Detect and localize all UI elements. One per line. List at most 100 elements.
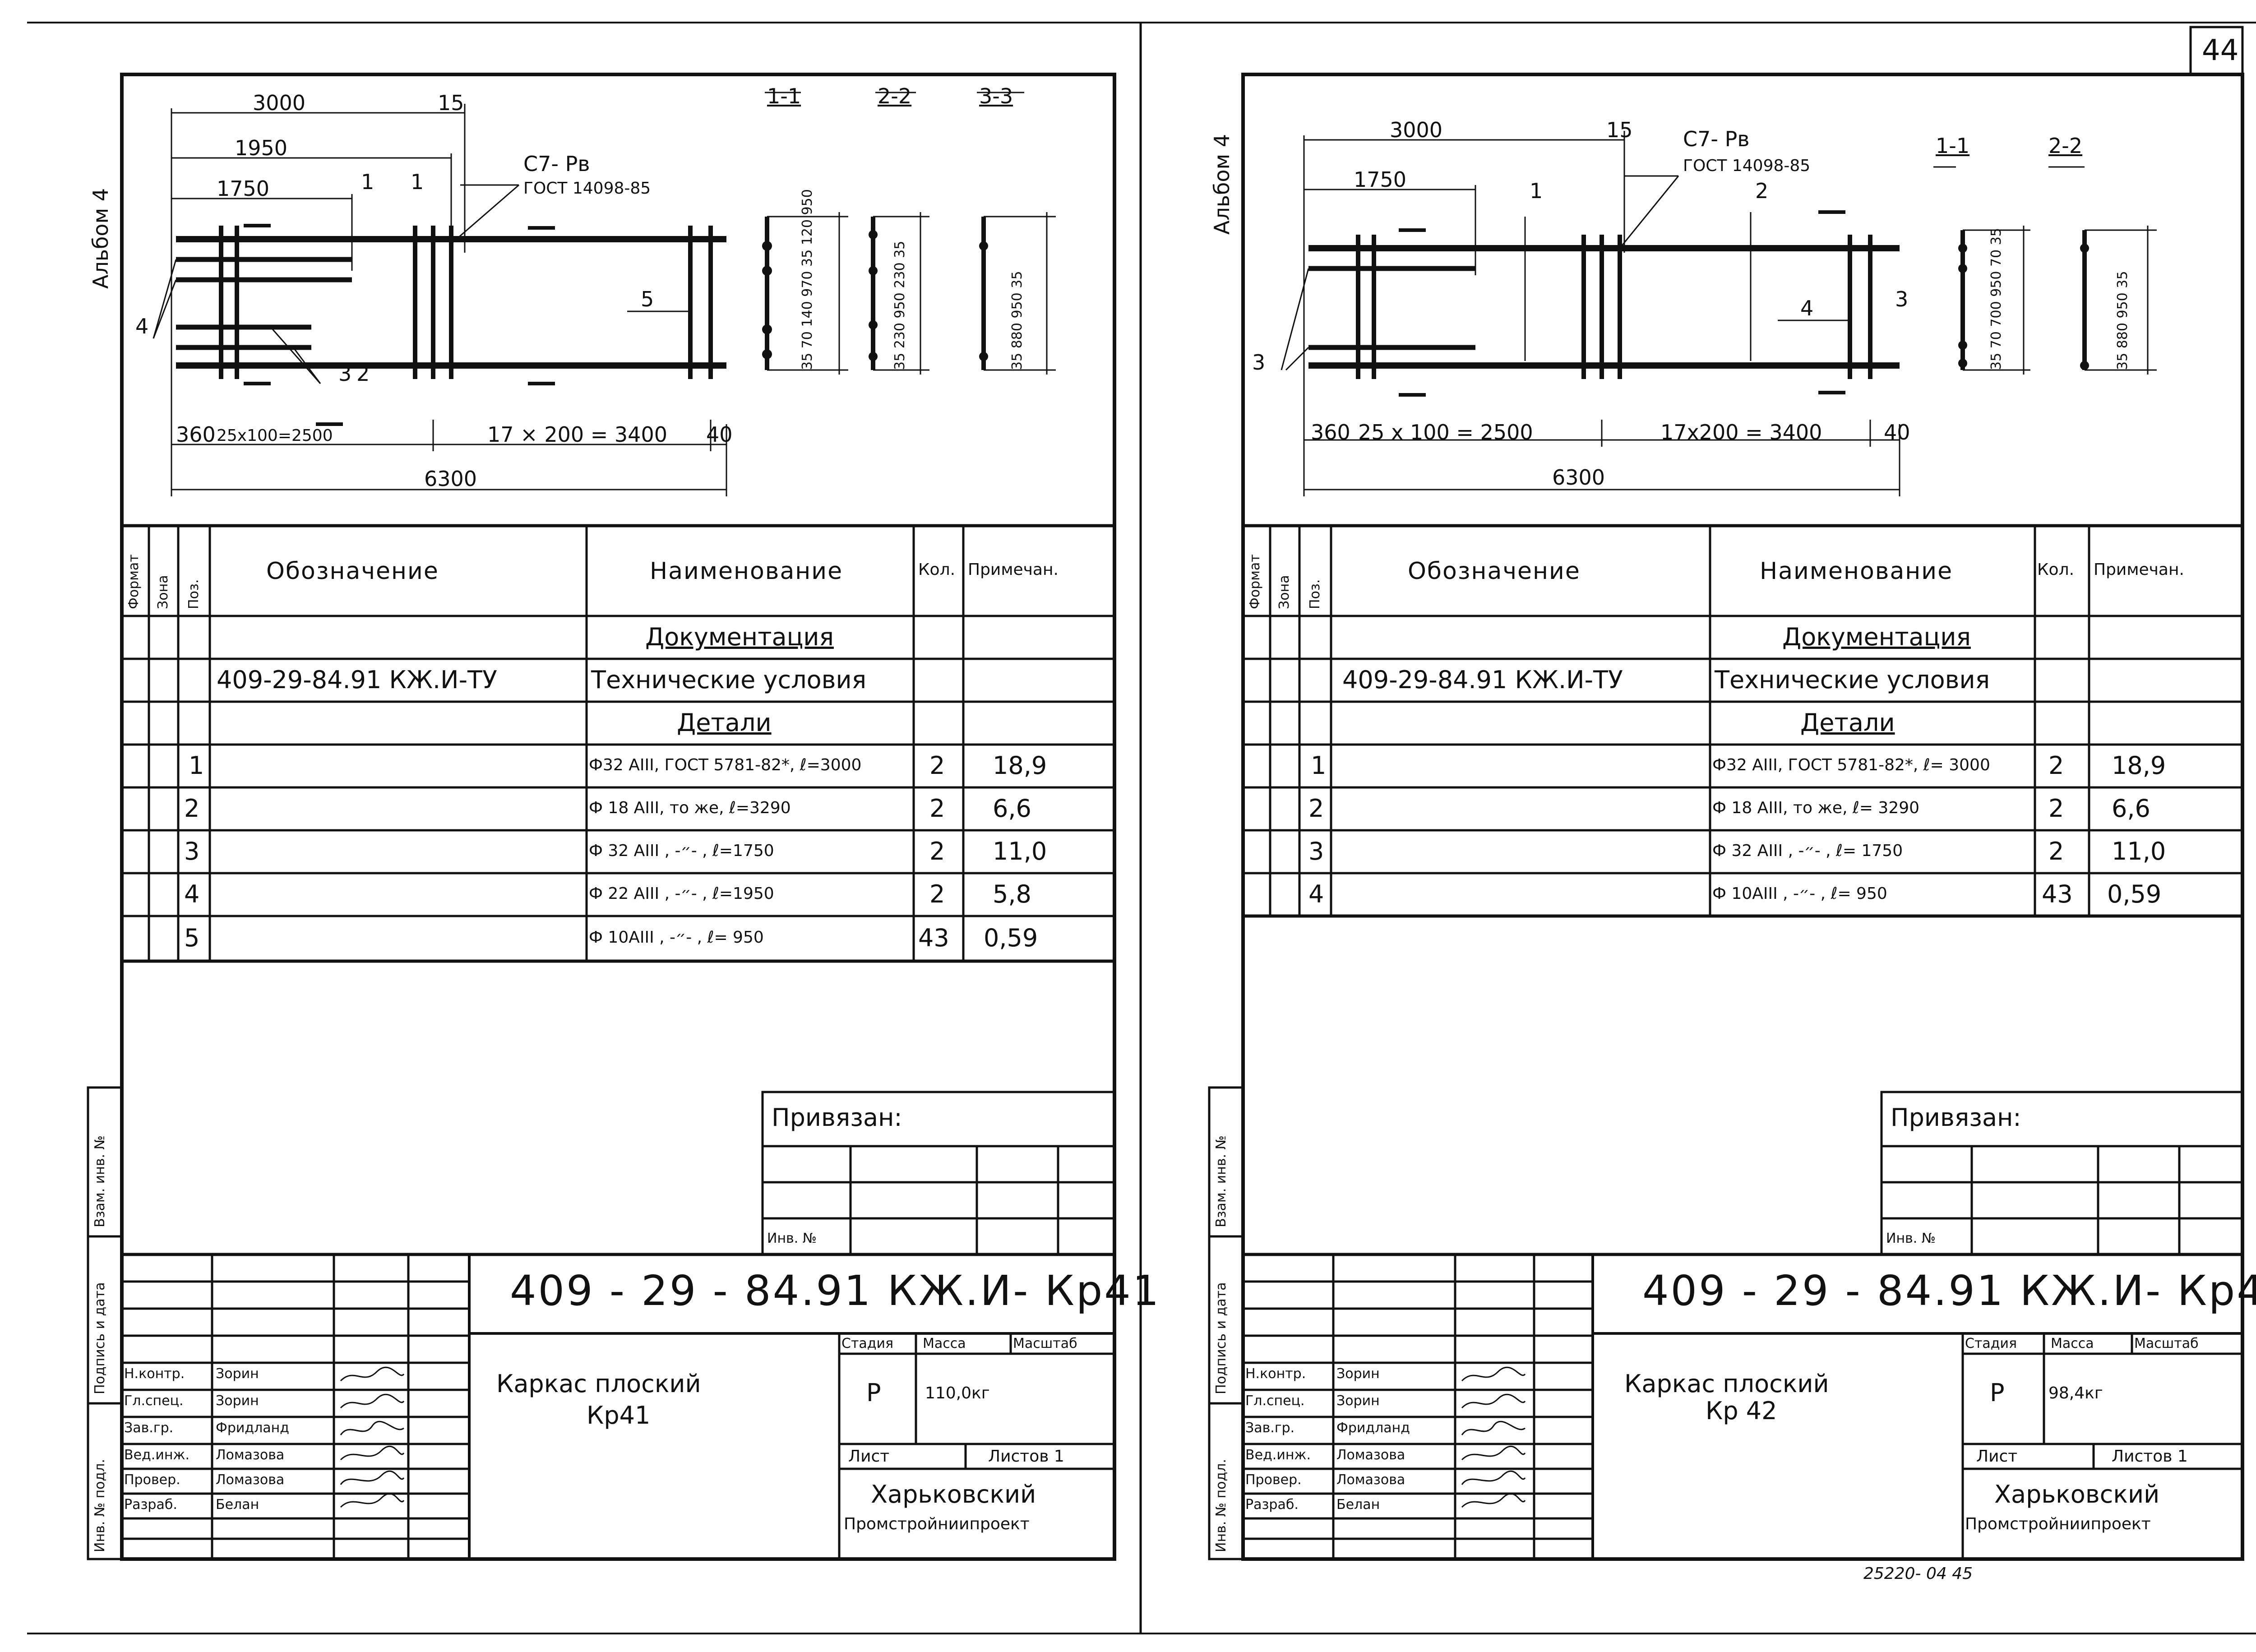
name-2: Фридланд [216, 1420, 290, 1436]
mass-label: Масса [923, 1336, 966, 1351]
dim-1750: 1750 [1354, 167, 1407, 192]
weld-code: C7- Рв [523, 152, 590, 176]
header-pos: Поз. [1307, 579, 1323, 609]
header-note: Примечан. [2094, 560, 2184, 579]
org-line-2: Промстройниипроект [844, 1515, 1030, 1533]
section-documentation: Документация [1782, 623, 1971, 651]
name-3: Ломазова [1336, 1447, 1405, 1463]
mass-value: 98,4кг [2048, 1384, 2103, 1402]
scale-label: Масштаб [1013, 1336, 1077, 1351]
album-label: Альбом 4 [88, 188, 113, 289]
dim-17x200: 17 × 200 = 3400 [487, 422, 667, 447]
dim-25x100: 25x100=2500 [217, 426, 333, 445]
dim-3000: 3000 [1390, 118, 1443, 142]
role-2: Зав.гр. [124, 1420, 174, 1436]
pos-4-mark: 4 [1800, 296, 1814, 320]
privyazan-label: Привязан: [1891, 1103, 2021, 1132]
row-2-name: Ф 18 АIII, то же, ℓ=3290 [589, 799, 791, 817]
side-label-2: Инв. № подл. [1213, 1459, 1229, 1552]
scale-label: Масштаб [2134, 1336, 2199, 1351]
row-1-pos: 1 [1311, 751, 1327, 780]
pos-4-mark: 4 [135, 314, 149, 338]
role-1: Гл.спец. [124, 1393, 184, 1409]
header-designation: Обозначение [266, 558, 439, 585]
side-label-2: Инв. № подл. [92, 1459, 108, 1552]
header-pos: Поз. [186, 579, 202, 609]
mass-label: Масса [2051, 1336, 2094, 1351]
row-1-name: Ф32 АIII, ГОСТ 5781-82*, ℓ=3000 [589, 756, 862, 774]
row-3-name: Ф 32 АIII , -״- , ℓ= 1750 [1712, 842, 1903, 860]
section-1-dims: 35 70 140 970 35 120 950 [800, 189, 815, 370]
row-3-note: 11,0 [993, 837, 1047, 865]
name-1: Зорин [216, 1393, 259, 1409]
row-4-qty: 2 [929, 880, 945, 908]
dim-15: 15 [438, 91, 464, 115]
header-qty: Кол. [918, 560, 956, 579]
sheets-label: Листов 1 [2112, 1447, 2188, 1466]
role-5: Разраб. [124, 1497, 177, 1513]
dim-360: 360 [1311, 420, 1350, 444]
role-3: Вед.инж. [124, 1447, 190, 1463]
row-1-note: 18,9 [2112, 751, 2166, 780]
pos-1-mark: 1 [1530, 179, 1543, 203]
role-2: Зав.гр. [1245, 1420, 1295, 1436]
pos-3-mark-section: 3 [1895, 287, 1909, 311]
doc-name: Технические условия [591, 666, 867, 694]
sheet-label: Лист [1976, 1447, 2018, 1466]
stage-value: Р [1990, 1379, 2005, 1407]
pos-1-mark-b: 1 [411, 170, 424, 194]
section-3-dims: 35 880 950 35 [1009, 271, 1025, 370]
header-format: Формат [1247, 554, 1263, 609]
role-4: Провер. [1245, 1472, 1302, 1488]
row-4-note: 0,59 [2107, 880, 2162, 908]
archive-number: 25220- 04 45 [1863, 1564, 1973, 1583]
header-zone: Зона [155, 575, 171, 609]
sheets-label: Листов 1 [988, 1447, 1064, 1466]
stage-value: Р [866, 1379, 881, 1407]
doc-name: Технические условия [1715, 666, 1990, 694]
weld-gost: ГОСТ 14098-85 [1683, 157, 1811, 175]
row-1-pos: 1 [189, 751, 204, 780]
privyazan-label: Привязан: [772, 1103, 902, 1132]
section-3-3: 3-3 [979, 84, 1013, 108]
dim-1950: 1950 [235, 136, 288, 160]
role-1: Гл.спец. [1245, 1393, 1305, 1409]
row-1-qty: 2 [2048, 751, 2064, 780]
name-2: Фридланд [1336, 1420, 1410, 1436]
side-label-1: Подпись и дата [92, 1282, 108, 1395]
row-4-name: Ф 10АIII , -״- , ℓ= 950 [1712, 884, 1887, 903]
inv-label: Инв. № [767, 1231, 817, 1246]
section-2-dims: 35 880 950 35 [2115, 271, 2131, 370]
pos-2-mark: 2 [356, 361, 370, 386]
title-line-1: Каркас плоский [1624, 1370, 1829, 1398]
row-1-note: 18,9 [993, 751, 1047, 780]
dim-6300: 6300 [424, 467, 477, 491]
dim-25x100: 25 x 100 = 2500 [1358, 420, 1533, 444]
section-2-2: 2-2 [878, 84, 912, 108]
dim-40: 40 [1884, 420, 1910, 444]
row-5-qty: 43 [918, 924, 949, 952]
title-line-1: Каркас плоский [496, 1370, 701, 1398]
drawing-code: 409 - 29 - 84.91 КЖ.И- Кр42 [1642, 1267, 2256, 1315]
sheet-number: 44 [2202, 34, 2239, 67]
dim-6300: 6300 [1552, 465, 1605, 490]
signatures [340, 1366, 405, 1508]
org-line-1: Харьковский [871, 1480, 1036, 1509]
dim-1750: 1750 [217, 176, 270, 201]
weld-code: C7- Рв [1683, 127, 1750, 151]
side-label-0: Взам. инв. № [1213, 1135, 1229, 1227]
row-3-note: 11,0 [2112, 837, 2166, 865]
row-2-pos: 2 [184, 794, 200, 823]
row-3-qty: 2 [2048, 837, 2064, 865]
doc-designation: 409-29-84.91 КЖ.И-ТУ [217, 666, 497, 694]
section-parts: Детали [1800, 708, 1895, 737]
header-format: Формат [126, 554, 142, 609]
role-0: Н.контр. [1245, 1366, 1306, 1382]
row-2-note: 6,6 [2112, 794, 2150, 823]
row-3-pos: 3 [184, 837, 200, 865]
section-documentation: Документация [645, 623, 834, 651]
row-5-note: 0,59 [984, 924, 1038, 952]
doc-designation: 409-29-84.91 КЖ.И-ТУ [1342, 666, 1623, 694]
dim-40: 40 [706, 422, 733, 447]
